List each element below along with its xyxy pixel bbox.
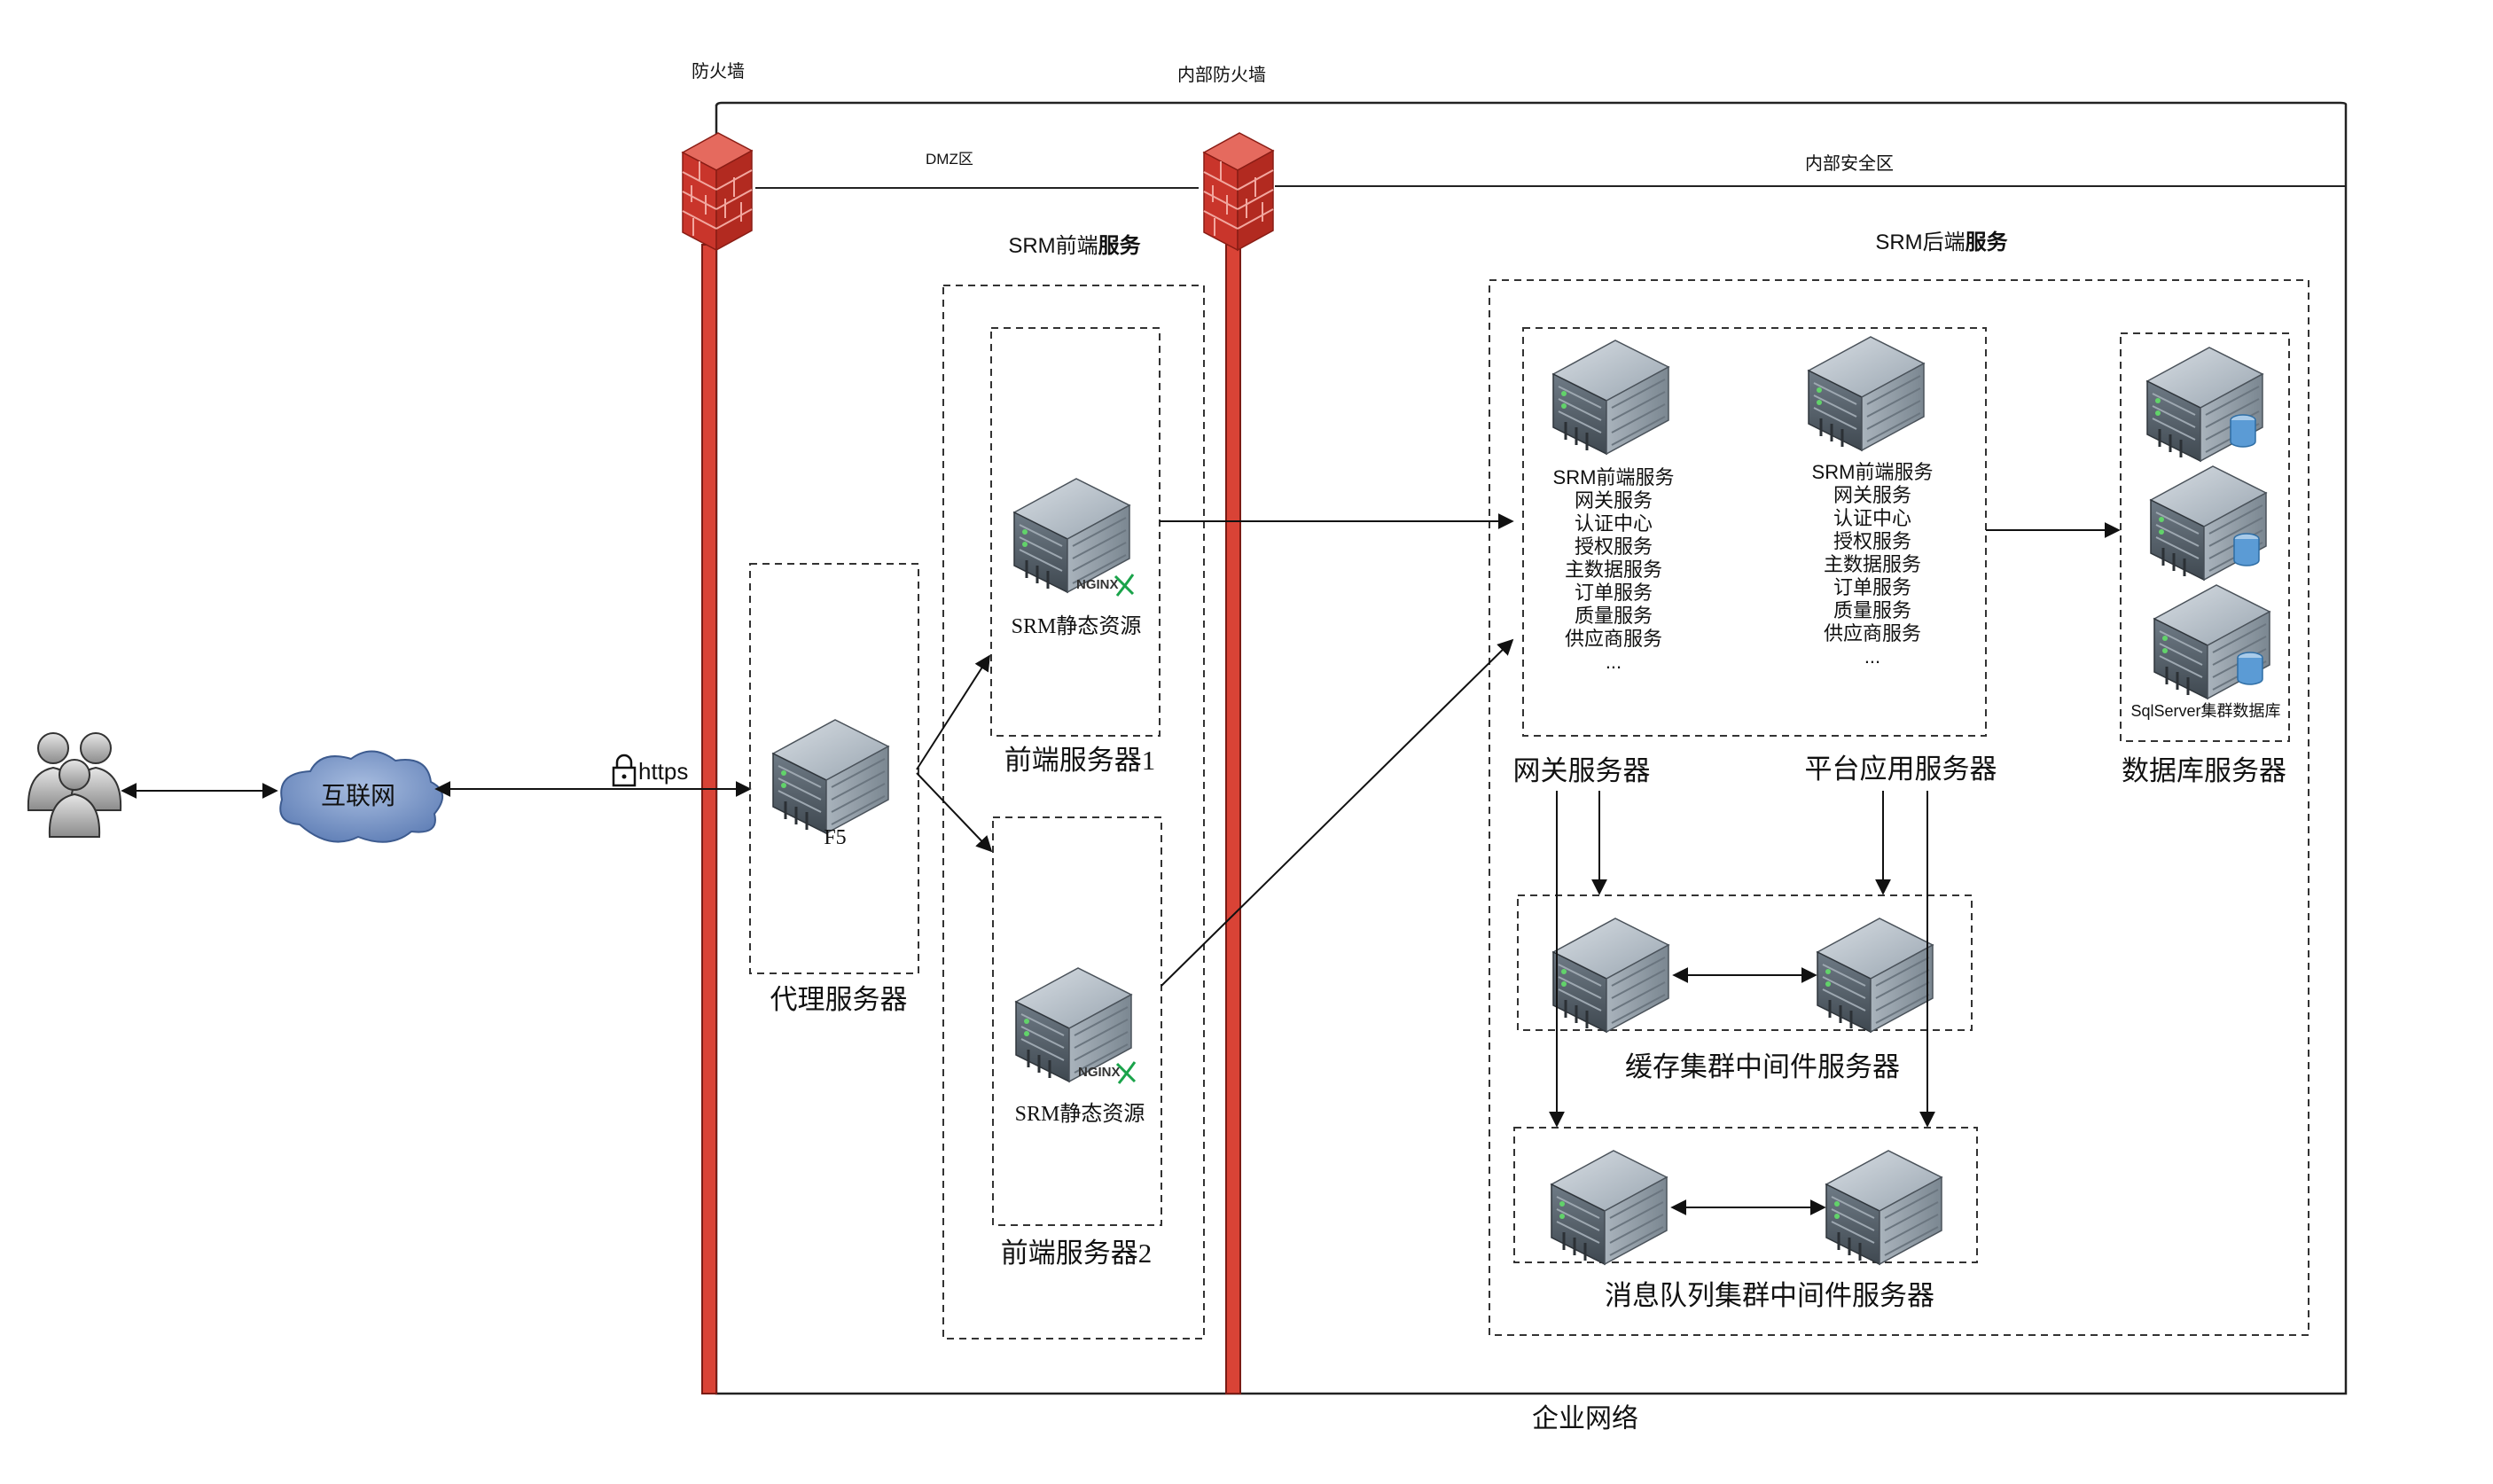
service-item: 主数据服务	[1823, 553, 1922, 575]
inner-firewall-label: 内部防火墙	[1177, 66, 1266, 85]
nginx-icon-2	[1076, 1060, 1137, 1085]
mq-server-icon-1	[1550, 1149, 1669, 1266]
lock-icon	[612, 754, 637, 787]
frontend-group-title: SRM前端服务	[1008, 234, 1141, 258]
frontend-server1-group	[990, 327, 1161, 737]
service-item: ...	[1605, 651, 1622, 673]
service-item: 授权服务	[1574, 535, 1653, 558]
service-item: 认证中心	[1574, 512, 1653, 535]
frontend-group	[942, 285, 1205, 1340]
firewall-label: 防火墙	[692, 62, 745, 82]
nginx-icon-1	[1075, 573, 1135, 598]
service-item: 订单服务	[1574, 582, 1653, 604]
firewall-pole-inner	[1225, 244, 1241, 1394]
dmz-label: DMZ区	[926, 151, 973, 168]
mq-cluster-title: 消息队列集群中间件服务器	[1605, 1280, 1934, 1311]
f5-server-icon	[771, 718, 890, 835]
users-icon	[27, 732, 122, 838]
service-item: 供应商服务	[1823, 622, 1922, 644]
service-item: 主数据服务	[1564, 558, 1663, 581]
service-item: 认证中心	[1833, 507, 1912, 529]
db-server-title: 数据库服务器	[2122, 755, 2286, 786]
service-item: 质量服务	[1574, 605, 1653, 627]
cache-cluster-group	[1517, 894, 1973, 1031]
enterprise-network-label: 企业网络	[1532, 1404, 1638, 1433]
frontend2-title: 前端服务器2	[1000, 1238, 1153, 1269]
service-item: 质量服务	[1833, 599, 1912, 621]
frontend1-title: 前端服务器1	[1004, 745, 1156, 776]
service-item: SRM前端服务	[1552, 466, 1675, 488]
https-label: https	[638, 758, 689, 785]
mq-server-icon-2	[1825, 1149, 1943, 1266]
db-servers-group	[2120, 332, 2290, 742]
frontend1-server-icon	[1012, 477, 1131, 594]
service-item: SRM前端服务	[1811, 461, 1934, 483]
proxy-server-title: 代理服务器	[770, 984, 908, 1015]
service-item: 订单服务	[1833, 576, 1912, 598]
service-item: ...	[1864, 645, 1881, 668]
frontend-server2-group	[992, 816, 1162, 1226]
gateway-services-list: SRM前端服务 网关服务 认证中心 授权服务 主数据服务 订单服务 质量服务 供…	[1553, 466, 1675, 674]
service-item: 网关服务	[1833, 484, 1912, 506]
db-caption: SqlServer集群数据库	[2130, 702, 2281, 720]
enterprise-boundary	[715, 101, 2348, 1395]
internet-cloud-icon	[279, 750, 443, 843]
backend-group-title: SRM后端服务	[1875, 230, 2008, 254]
platform-server-icon	[1807, 335, 1926, 452]
service-item: 供应商服务	[1564, 628, 1663, 650]
gateway-server-icon	[1551, 339, 1670, 456]
firewall-pole-left	[701, 244, 717, 1394]
internet-label: 互联网	[320, 782, 396, 809]
firewall-left-icon	[682, 132, 753, 251]
gateway-server-title: 网关服务器	[1512, 755, 1651, 786]
frontend2-caption: SRM静态资源	[1014, 1103, 1145, 1126]
backend-group	[1489, 279, 2309, 1336]
firewall-inner-icon	[1203, 132, 1274, 251]
service-item: 网关服务	[1574, 489, 1653, 512]
cache-server-icon-2	[1816, 917, 1934, 1034]
cache-server-icon-1	[1551, 917, 1670, 1034]
proxy-group	[749, 563, 919, 974]
frontend1-caption: SRM静态资源	[1011, 615, 1142, 638]
internal-zone-label: 内部安全区	[1805, 154, 1894, 174]
service-item: 授权服务	[1833, 530, 1912, 552]
platform-services-list: SRM前端服务 网关服务 认证中心 授权服务 主数据服务 订单服务 质量服务 供…	[1812, 461, 1934, 668]
cache-cluster-title: 缓存集群中间件服务器	[1625, 1051, 1900, 1082]
platform-server-title: 平台应用服务器	[1804, 754, 1997, 785]
f5-label: F5	[824, 826, 847, 849]
